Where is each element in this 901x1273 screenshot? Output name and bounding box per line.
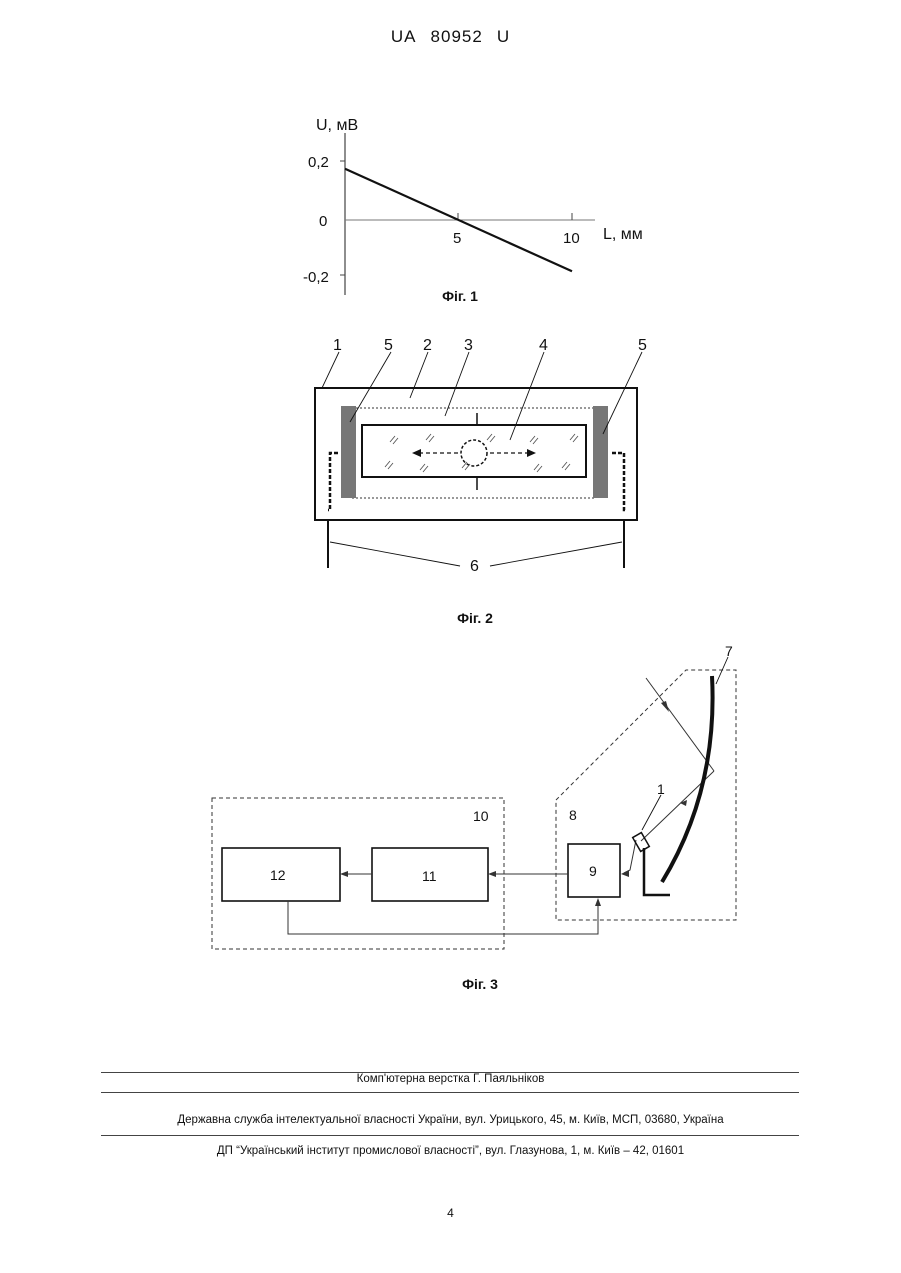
fig2-arrowhead-right: [527, 449, 536, 457]
fig3-label-8: 8: [569, 807, 577, 823]
fig2-label-2: 2: [423, 337, 432, 354]
fig2-caption: Фіг. 2: [415, 610, 535, 626]
fig3-diagram: 7 1 8 10 12 11 9: [200, 640, 760, 960]
fig1-caption: Фіг. 1: [400, 288, 520, 304]
fig1-ylabel: U, мВ: [316, 117, 358, 134]
fig2-label-5-right: 5: [638, 337, 647, 354]
footer-institute: ДП “Український інститут промислової вла…: [0, 1145, 901, 1157]
footer-rule-middle: [101, 1092, 799, 1093]
fig3-block-8-boundary: [556, 670, 736, 920]
fig3-label-1: 1: [657, 781, 665, 797]
document-header: UA 80952 U: [0, 27, 901, 47]
fig2-crystal-element: [362, 425, 586, 477]
fig2-label-3: 3: [464, 337, 473, 354]
fig2-electrode-right: [593, 406, 608, 498]
fig3-label-9: 9: [589, 863, 597, 879]
fig2-lead-right: [612, 453, 626, 510]
fig2-electrode-left: [341, 406, 356, 498]
fig3-caption: Фіг. 3: [420, 976, 540, 992]
fig3-label-11: 11: [422, 868, 437, 884]
footer-rule-bottom: [101, 1135, 799, 1136]
fig3-arrowheads: [340, 701, 687, 906]
fig1-ytick-label: -0,2: [303, 269, 329, 286]
header-prefix: UA: [391, 27, 417, 46]
fig3-label-12: 12: [270, 867, 286, 883]
fig2-dashed-circle: [461, 440, 487, 466]
footer-agency: Державна служба інтелектуальної власност…: [0, 1114, 901, 1126]
fig1-xtick-label: 5: [453, 230, 461, 247]
fig1-ytick-label: 0: [319, 213, 327, 230]
fig2-label-6: 6: [470, 558, 479, 575]
fig2-lead-left: [328, 453, 338, 510]
fig3-label-10: 10: [473, 808, 489, 824]
fig2-label-5-left: 5: [384, 337, 393, 354]
fig2-label-1: 1: [333, 337, 342, 354]
fig2-label-4: 4: [539, 337, 548, 354]
header-number: 80952: [431, 27, 483, 46]
fig1-xlabel: L, мм: [603, 226, 643, 243]
header-suffix: U: [497, 27, 510, 46]
fig3-label-7: 7: [725, 643, 733, 659]
fig1-ytick-label: 0,2: [308, 154, 329, 171]
fig2-dotted-region: [352, 408, 596, 498]
fig1-xtick-label: 10: [563, 230, 580, 247]
fig2-arrowhead-left: [412, 449, 421, 457]
fig2-diagram: 1 5 2 3 4 5 6: [300, 330, 660, 580]
fig1-chart: U, мВ L, мм 0,2 0 -0,2 5 10: [290, 105, 670, 305]
fig3-curved-mirror: [662, 676, 713, 882]
footer-credit: Комп'ютерна верстка Г. Паяльніков: [0, 1073, 901, 1085]
page-number: 4: [0, 1206, 901, 1220]
